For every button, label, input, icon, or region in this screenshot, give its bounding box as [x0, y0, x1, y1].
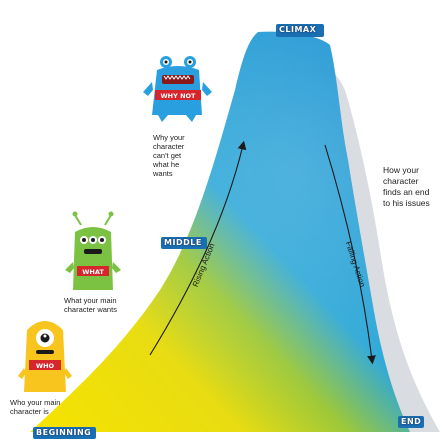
who-badge: WHO — [36, 362, 55, 370]
why-not-caption-line: can't get — [153, 151, 182, 160]
what-caption-line: character wants — [64, 305, 117, 314]
what-monster-icon — [65, 211, 121, 290]
what-caption-line: What your main — [64, 296, 117, 305]
beginning-tag-box — [33, 427, 96, 439]
middle-tag-box — [161, 237, 207, 249]
end-caption: How your character finds an end to his i… — [383, 165, 447, 209]
what-caption: What your main character wants — [64, 296, 144, 314]
rising-action-arrow — [149, 140, 247, 356]
why-not-caption-line: what he — [153, 160, 180, 169]
beginning-tag: BEGINNING — [36, 428, 92, 437]
what-badge: WHAT — [82, 268, 104, 276]
end-tag: END — [401, 417, 422, 426]
end-caption-line: to his issues — [383, 198, 430, 208]
falling-action-arrow — [324, 144, 376, 365]
why-not-monster-icon — [143, 56, 212, 122]
middle-tag: MIDDLE — [164, 238, 202, 247]
why-not-caption: Why your character can't get what he wan… — [153, 133, 213, 178]
who-caption-line: character is — [10, 407, 49, 416]
climax-tag: CLIMAX — [279, 25, 317, 34]
mountain-highlight — [30, 31, 410, 432]
end-caption-line: finds an end — [383, 187, 430, 197]
why-not-caption-line: Why your — [153, 133, 185, 142]
end-caption-line: character — [383, 176, 419, 186]
why-not-badge: WHY NOT — [161, 92, 197, 100]
who-monster-icon — [18, 321, 72, 392]
who-caption-line: Who your main — [10, 398, 61, 407]
end-tag-box — [398, 416, 424, 428]
who-caption: Who your main character is — [10, 398, 90, 416]
climax-tag-box — [276, 24, 324, 37]
why-not-caption-line: wants — [153, 169, 173, 178]
end-caption-line: How your — [383, 165, 419, 175]
why-not-caption-line: character — [153, 142, 185, 151]
